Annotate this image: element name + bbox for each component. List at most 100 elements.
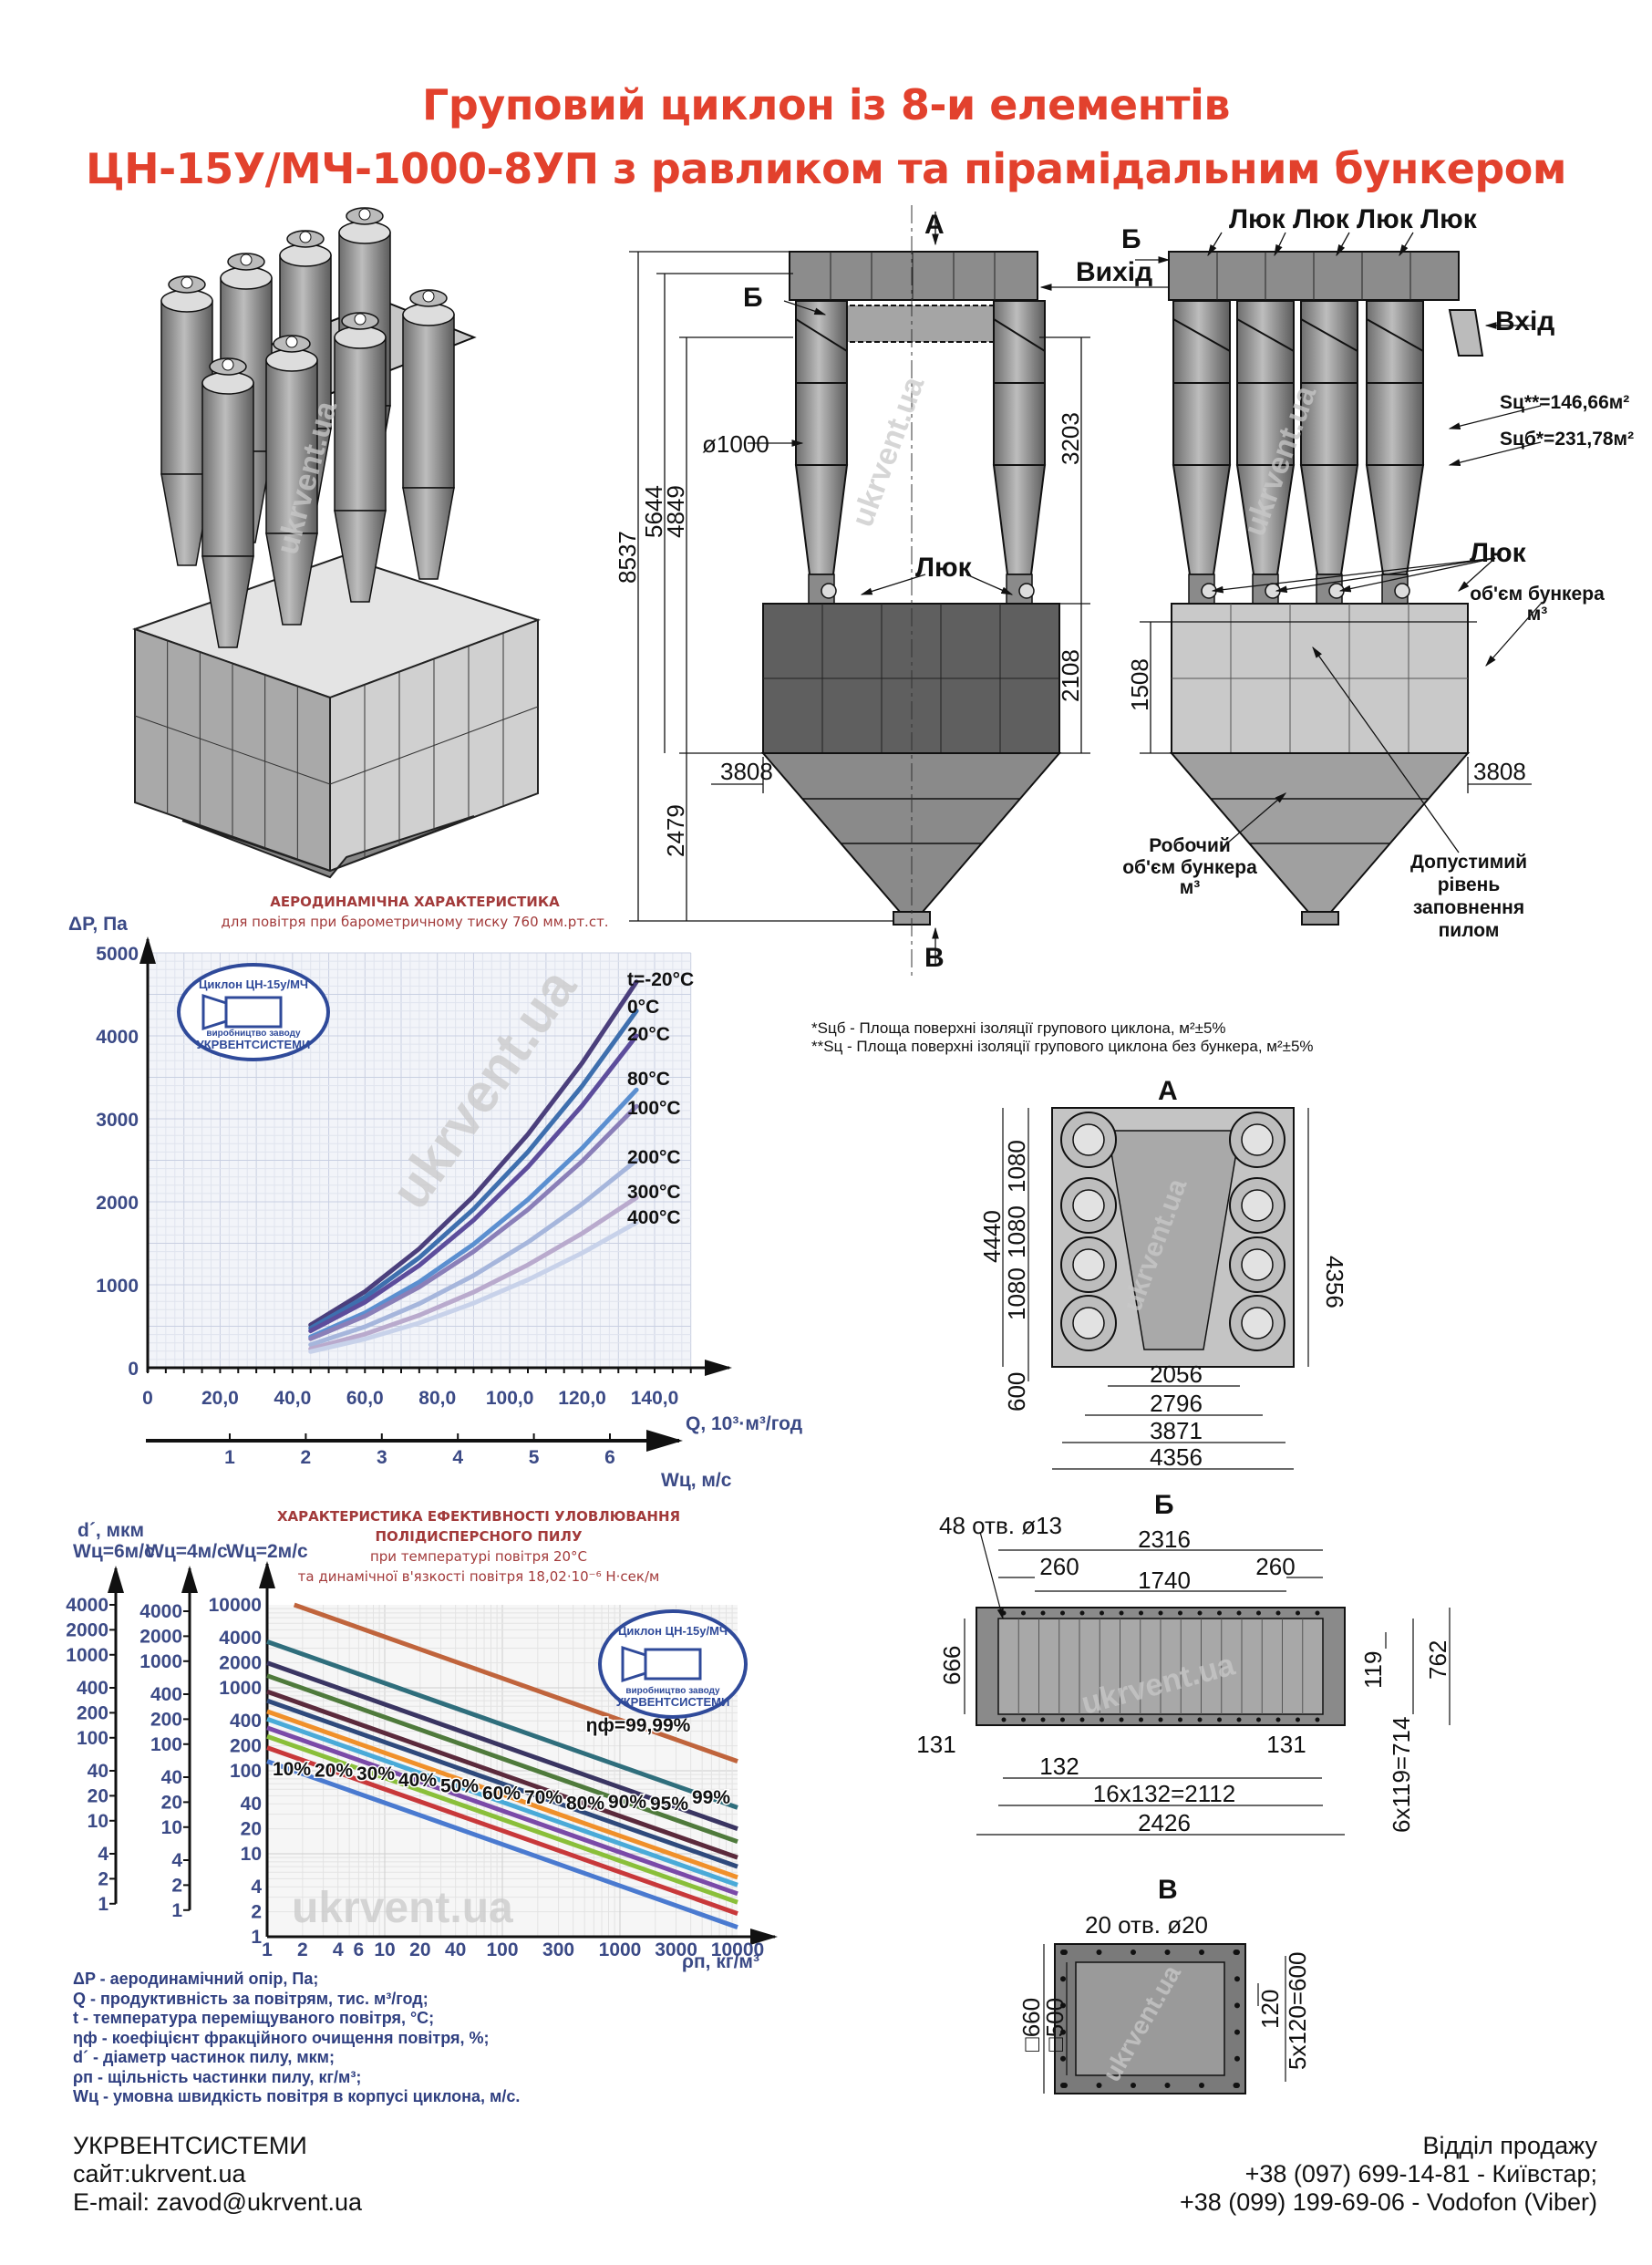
bolt-hole: [1079, 1610, 1085, 1616]
x-tick-label: 40,0: [274, 1388, 311, 1409]
logo-cone-icon: [201, 993, 228, 1031]
series-line: [308, 1103, 639, 1341]
dim-pitch: 1080: [1003, 1140, 1030, 1193]
bunker-volume-unit: м³: [1527, 604, 1548, 625]
bolt-hole: [1060, 1610, 1065, 1616]
dim-pitch: 120: [1256, 1990, 1284, 2029]
iso-cyclone-cone: [201, 555, 254, 648]
side-axis-label: 100: [150, 1734, 182, 1755]
cyclone-inlet-section: [1236, 300, 1295, 384]
phone-kyivstar[interactable]: +38 (097) 699-14-81 - Київстар;: [1244, 2160, 1597, 2187]
x-tick-label: 3000: [655, 1939, 697, 1960]
series-line: [308, 1033, 639, 1334]
dim-pitch: 1080: [1003, 1267, 1030, 1320]
bolt-hole: [1119, 1717, 1124, 1722]
dim-cone-height: 2479: [662, 804, 689, 857]
cyclone-inlet-section: [1366, 300, 1424, 384]
dim-outer-square: □660: [1017, 1998, 1045, 2052]
series-line: [266, 1660, 738, 1831]
hatch-icon: [1394, 583, 1410, 599]
top-hatches-label: Люк Люк Люк Люк: [1229, 204, 1478, 234]
bolt-hole: [1275, 1610, 1281, 1616]
view-a-collector: [1107, 1130, 1241, 1350]
x-tick-label: 40: [445, 1939, 466, 1960]
cyclone-cone: [992, 464, 1047, 575]
chart-subtitle: для повітря при барометричному тиску 760…: [221, 914, 608, 930]
cyclone-body: [1172, 382, 1231, 466]
gauge-icon: [358, 208, 371, 221]
spiral-line: [795, 318, 848, 352]
x-tick-label: 1: [262, 1939, 273, 1960]
bolt-hole: [1164, 1950, 1171, 1955]
y-tick-label: 1000: [96, 1276, 139, 1297]
hatch-label: Люк: [1470, 538, 1527, 568]
series-line: [266, 1759, 738, 1929]
x-tick-label: 60,0: [346, 1388, 384, 1409]
logo-cone-icon: [621, 1645, 647, 1683]
series-label: 200°C: [627, 1147, 681, 1168]
dimension-lines: [964, 1531, 1451, 1836]
gauge-icon: [181, 276, 193, 289]
series-label: 50%: [440, 1776, 479, 1797]
series-line: [308, 1195, 639, 1351]
bolt-hole: [1256, 1717, 1261, 1722]
email-link[interactable]: E-mail: zavod@ukrvent.ua: [73, 2188, 363, 2216]
view-v-opening: [1075, 1961, 1225, 2076]
chart-title: АЕРОДИНАМІЧНА ХАРАКТЕРИСТИКА: [270, 894, 560, 910]
y-tick-label: 2000: [219, 1653, 262, 1674]
bolt-hole: [1164, 2083, 1171, 2088]
logo-text: Циклон ЦН-15у/МЧ: [199, 977, 308, 991]
dim-width-4: 4356: [1150, 1443, 1203, 1471]
y-tick-label: 4: [251, 1877, 262, 1898]
bolt-hole: [1158, 1610, 1163, 1616]
phone-vodafone[interactable]: +38 (099) 199-69-06 - Vodofon (Viber): [1179, 2188, 1597, 2216]
series-label: 80°C: [627, 1069, 670, 1090]
x-tick-label: 80,0: [418, 1388, 456, 1409]
dust-level-label: пилом: [1439, 920, 1500, 941]
side-axis-label: 1000: [66, 1645, 108, 1666]
dim-height-4849: 4849: [662, 485, 689, 538]
x-tick-label: 100: [486, 1939, 518, 1960]
legend-item: Q - продуктивність за повітрям, тис. м³/…: [73, 1989, 428, 2008]
sales-department: Відділ продажу: [1422, 2132, 1597, 2159]
bolt-hole: [1315, 1717, 1320, 1722]
series-label: 80%: [566, 1793, 604, 1814]
series-label: 0°C: [627, 997, 659, 1018]
y-tick-label: 2: [251, 1902, 262, 1923]
view-b-title: Б: [1154, 1490, 1174, 1520]
cyclone-cone: [1299, 464, 1359, 575]
series-line: [266, 1725, 738, 1897]
website-link[interactable]: сайт:ukrvent.ua: [73, 2160, 246, 2187]
section-a-marker: А: [924, 210, 945, 240]
dim-pitch-total: 16x132=2112: [1093, 1780, 1235, 1807]
dim-width-1: 2056: [1150, 1360, 1203, 1388]
cyclone-inlet-section: [1300, 300, 1358, 384]
series-label: 20%: [315, 1760, 353, 1781]
legend-item: ΔP - аеродинамічний опір, Па;: [73, 1970, 319, 1988]
x-tick-label: 140,0: [631, 1388, 679, 1409]
view-a: А 4440 1080 1080 1080 600 4356 2056 2796…: [978, 1076, 1348, 1471]
side-axis-label: 200: [150, 1709, 182, 1730]
bolt-hole: [1178, 1717, 1182, 1722]
area-with-bunker: Sцб*=231,78м²: [1500, 429, 1634, 450]
y-axis-label: d´, мкм: [77, 1520, 144, 1541]
dim-inner-square: □500: [1041, 1998, 1069, 2052]
outlet-collector: [789, 251, 1038, 301]
dim-width-left: 3808: [720, 758, 773, 785]
y-tick-label: 1: [251, 1927, 262, 1948]
side-axis-label: 4: [98, 1844, 108, 1865]
x-tick-label: 120,0: [558, 1388, 606, 1409]
panel-line: [329, 706, 539, 785]
side-axis-label: 40: [161, 1767, 182, 1788]
series-line: [266, 1745, 738, 1916]
dim-pitch-total: 5x120=600: [1284, 1952, 1311, 2070]
x-axis-label: Q, 10³·м³/год: [686, 1413, 802, 1434]
dim-vertical-total: 6x119=714: [1388, 1717, 1415, 1833]
series-label: 100°C: [627, 1098, 681, 1119]
front-view: А В Б Вихід ø1000 Люк 8537 5644 4849 247…: [614, 205, 1176, 976]
velocity-tick-label: 4: [452, 1447, 463, 1468]
dim-width-outer: 2426: [1138, 1809, 1191, 1836]
view-a-title: А: [1158, 1076, 1178, 1106]
y-tick-label: 4000: [219, 1628, 262, 1649]
